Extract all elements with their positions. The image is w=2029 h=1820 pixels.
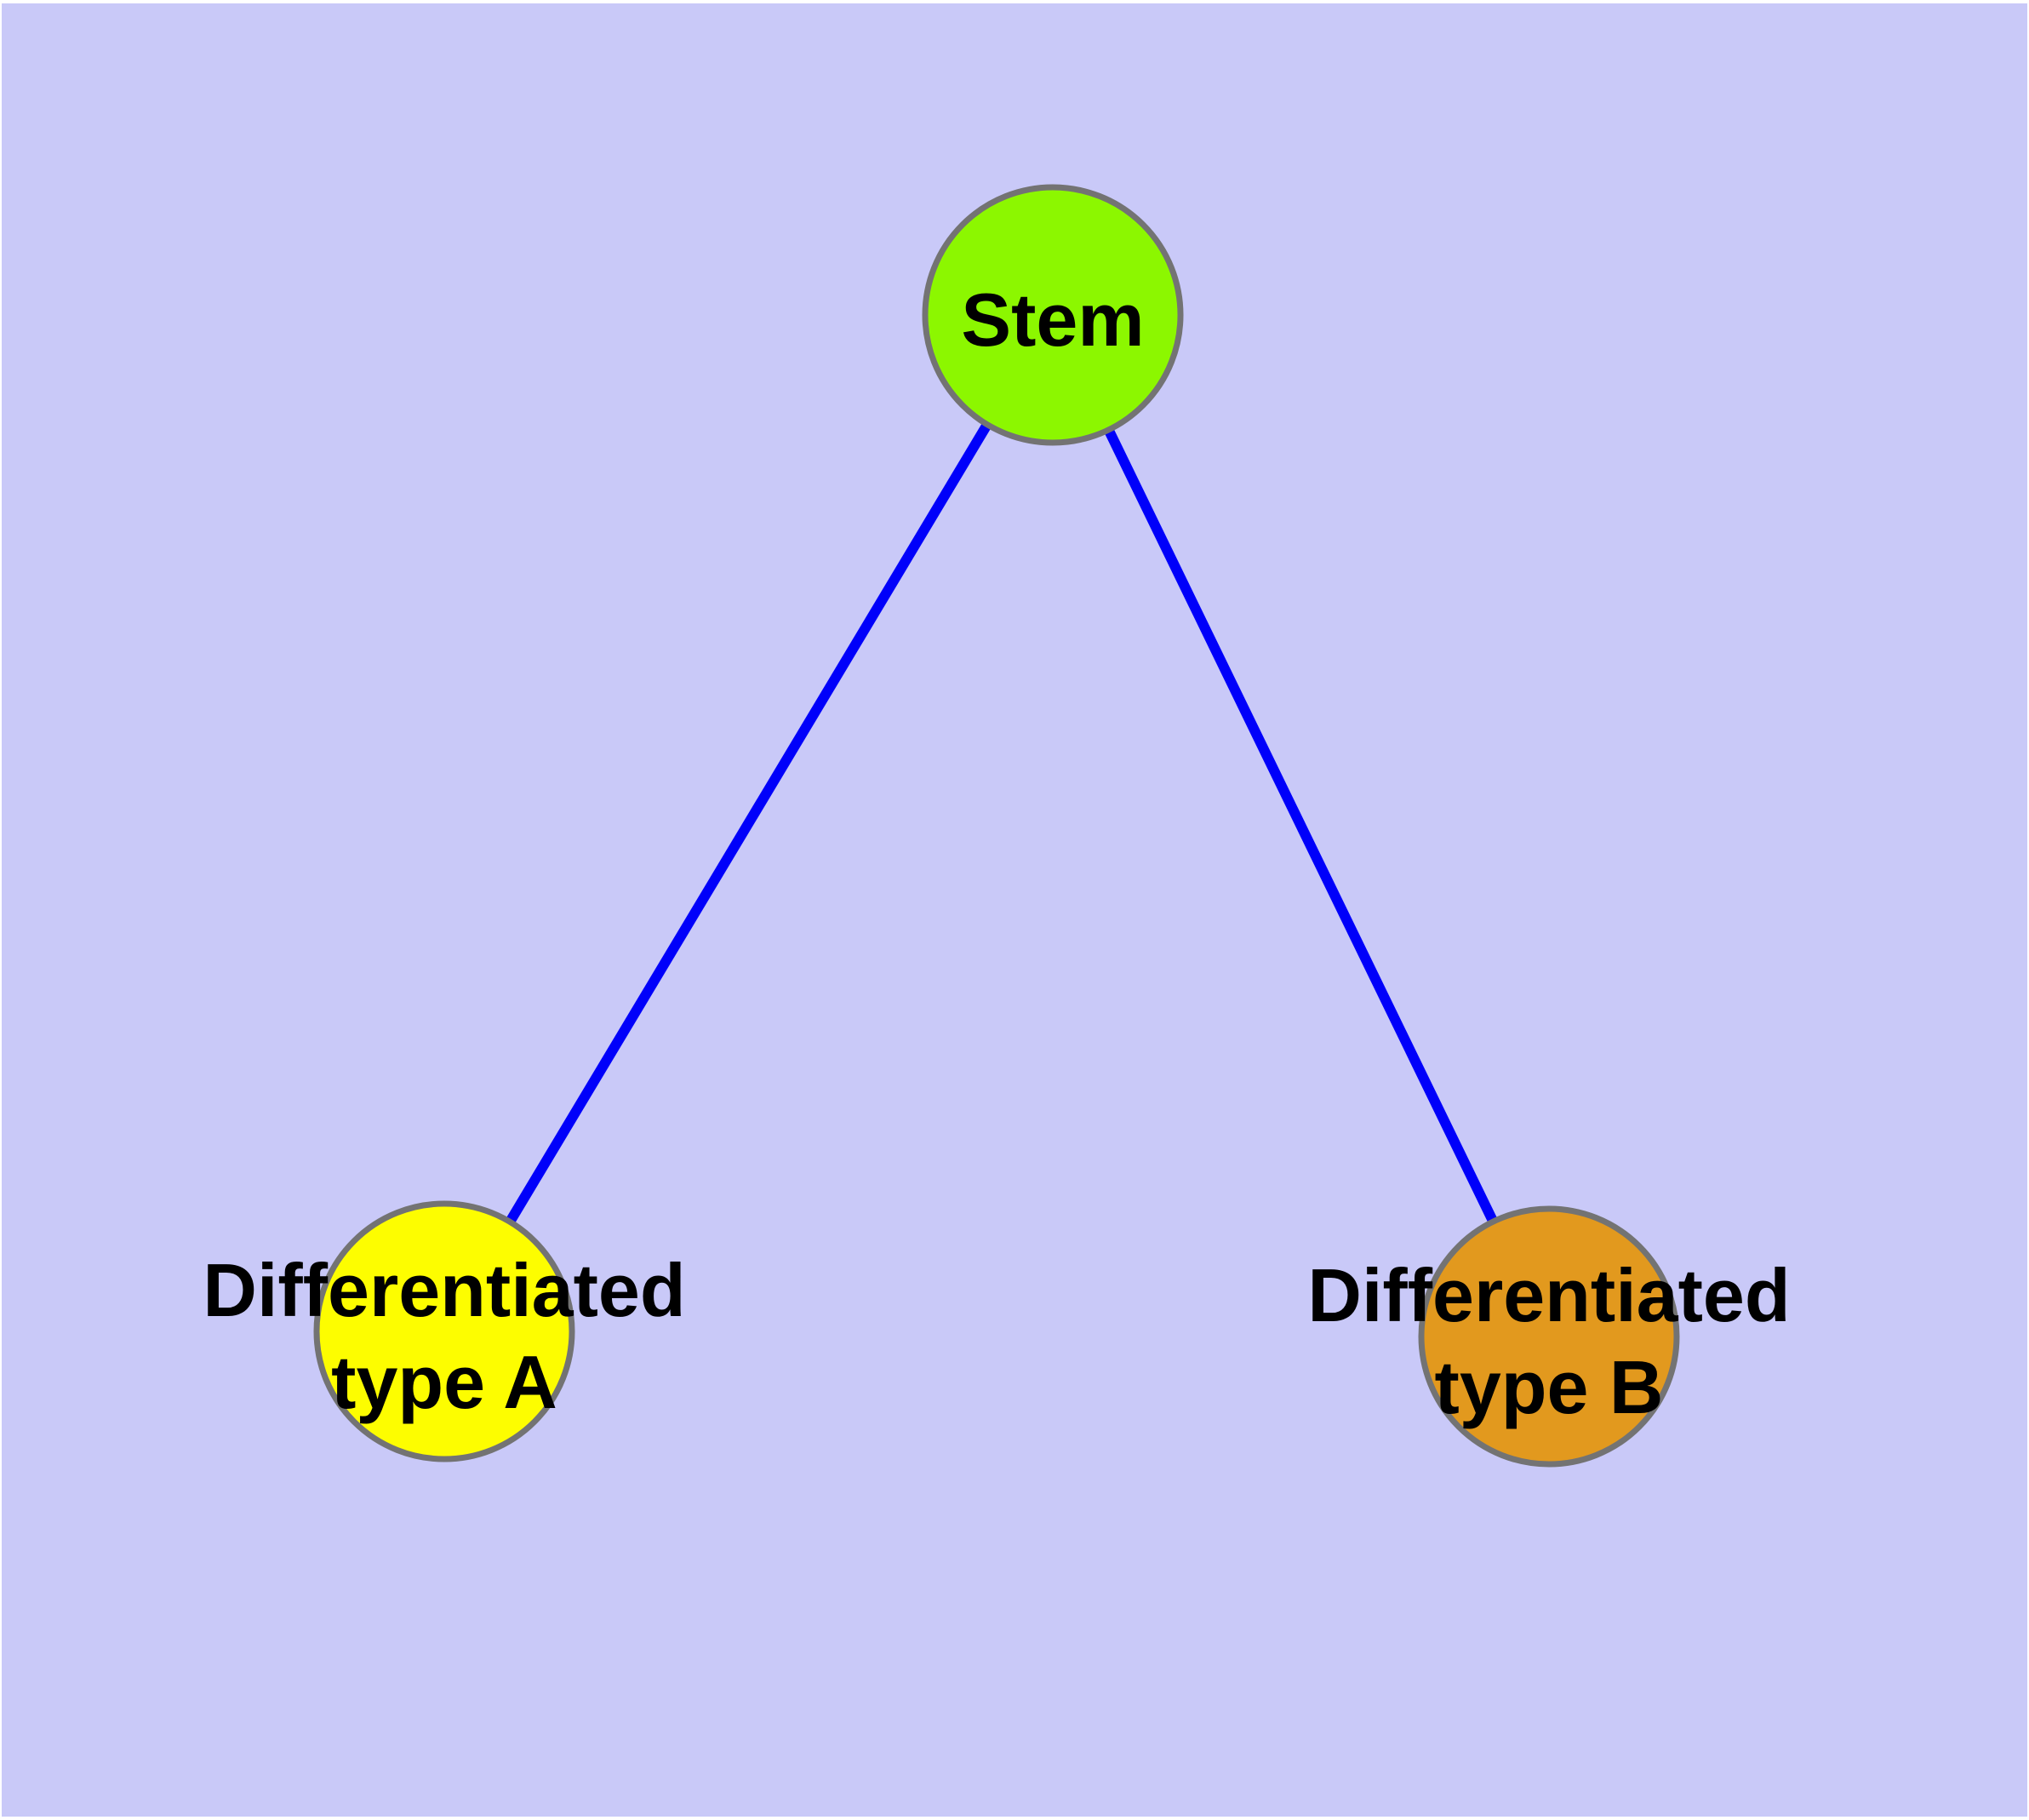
node-diff-a-circle	[313, 1200, 575, 1462]
node-diff-a-label-line: type A	[331, 1340, 557, 1424]
node-stem-circle	[922, 184, 1184, 446]
edge-stem-to-diff-b	[1048, 312, 1554, 1339]
edge-stem-to-diff-a	[439, 312, 1058, 1335]
node-diff-b-label-line: Differentiated	[1307, 1253, 1790, 1337]
edges-layer	[439, 312, 1554, 1339]
node-diff-a-label-line: Differentiated	[203, 1248, 685, 1332]
node-diff-b-label-line: type B	[1435, 1345, 1664, 1429]
node-stem-label: Stem	[961, 278, 1144, 362]
nodes-layer	[313, 184, 1680, 1468]
node-diff-b-circle	[1418, 1205, 1680, 1468]
node-stem-label-line: Stem	[961, 278, 1144, 362]
